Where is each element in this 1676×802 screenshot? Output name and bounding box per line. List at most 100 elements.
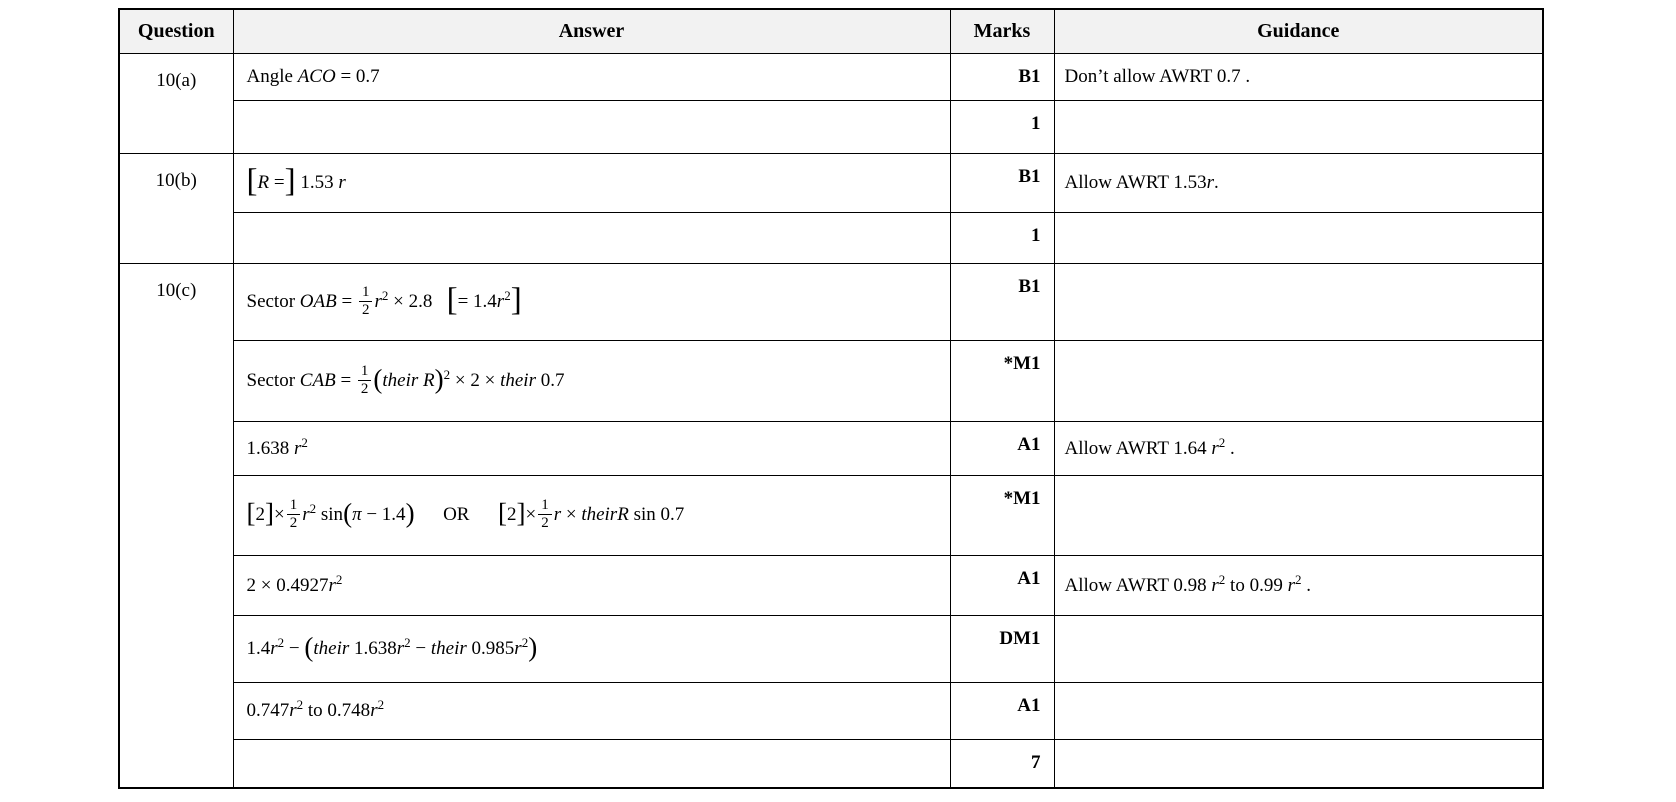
marks-cell: 7 xyxy=(949,739,1055,788)
math-superscript: 2 xyxy=(309,500,317,516)
marks-cell: *M1 xyxy=(949,340,1055,422)
guidance-cell xyxy=(1053,340,1544,422)
math-text: 1.53 xyxy=(295,172,339,193)
table-row: 1 xyxy=(119,100,1544,154)
question-cell: 10(a) xyxy=(118,53,234,154)
marks-cell: *M1 xyxy=(949,475,1055,556)
math-bracket: ( xyxy=(343,497,353,528)
guidance-cell: Allow AWRT 0.98 r2 to 0.99 r2 . xyxy=(1053,555,1544,616)
marks-cell: A1 xyxy=(949,555,1055,616)
math-variable: CAB xyxy=(299,369,336,391)
math-variable: r xyxy=(1211,574,1219,596)
math-text: × xyxy=(525,503,537,525)
math-bracket: ) xyxy=(528,632,538,662)
math-superscript: 2 xyxy=(504,287,511,303)
math-variable: r xyxy=(553,503,562,525)
header-row: Question Answer Marks Guidance xyxy=(118,8,1544,54)
math-variable: r xyxy=(302,503,310,525)
math-variable: R xyxy=(257,172,270,193)
table-row: 1 xyxy=(119,212,1544,264)
math-superscript: 2 xyxy=(1218,434,1226,450)
answer-cell: [R =] 1.53 r xyxy=(232,153,951,213)
math-bracket-large: ] xyxy=(284,163,296,199)
math-text: Sector xyxy=(246,290,300,312)
header-answer: Answer xyxy=(232,8,951,54)
math-text: to 0.748 xyxy=(303,700,371,721)
math-bracket: ( xyxy=(304,632,314,662)
table-row: 7 xyxy=(119,739,1544,788)
math-superscript: 2 xyxy=(521,635,529,650)
math-text: Allow AWRT 1.64 xyxy=(1064,437,1212,459)
math-variable: theirR xyxy=(581,503,629,525)
math-superscript: 2 xyxy=(443,366,451,382)
math-text: . xyxy=(1301,574,1311,596)
answer-cell: 1.638 r2 xyxy=(232,421,951,476)
math-text: Angle xyxy=(246,66,298,87)
mark-scheme-table: Question Answer Marks Guidance 10(a)Angl… xyxy=(118,8,1544,789)
math-variable: r xyxy=(328,574,336,596)
math-text: = 1.4 xyxy=(457,290,497,312)
math-text: Allow AWRT 0.98 xyxy=(1064,574,1212,596)
header-guidance: Guidance xyxy=(1053,8,1544,54)
marks-cell: 1 xyxy=(949,212,1055,264)
guidance-cell xyxy=(1053,475,1544,556)
math-variable: r xyxy=(496,290,505,312)
math-text: OR xyxy=(414,503,498,525)
guidance-cell xyxy=(1053,682,1544,740)
math-variable: r xyxy=(294,437,302,459)
math-text: 0.747 xyxy=(246,700,290,721)
math-bracket-large: [ xyxy=(446,281,458,318)
math-text: sin 0.7 xyxy=(628,503,685,525)
marks-cell: DM1 xyxy=(949,615,1055,683)
math-variable: their R xyxy=(382,369,435,391)
math-variable: r xyxy=(1206,172,1215,193)
question-cell: 10(b) xyxy=(118,153,234,264)
math-variable: r xyxy=(514,638,522,659)
math-text: . xyxy=(1214,172,1219,193)
math-text: − 1.4 xyxy=(361,503,406,525)
answer-cell xyxy=(232,100,951,154)
math-variable: r xyxy=(338,172,346,193)
guidance-cell xyxy=(1053,100,1544,154)
math-text: 0.7 xyxy=(535,369,565,391)
header-marks: Marks xyxy=(949,8,1055,54)
math-bracket: ( xyxy=(373,363,383,394)
math-bracket: ] xyxy=(265,497,274,528)
math-variable: ACO xyxy=(297,66,336,87)
math-text: 2 × 0.4927 xyxy=(246,574,329,596)
marks-cell: B1 xyxy=(949,53,1055,101)
math-bracket: [ xyxy=(497,497,507,528)
math-variable: r xyxy=(396,638,405,659)
math-superscript: 2 xyxy=(296,697,304,712)
math-text: = 0.7 xyxy=(335,66,380,87)
math-text: 0.985 xyxy=(466,638,515,659)
answer-cell: Angle ACO = 0.7 xyxy=(232,53,951,101)
math-bracket-large: [ xyxy=(246,163,258,199)
math-superscript: 2 xyxy=(404,635,411,650)
guidance-cell: Don’t allow AWRT 0.7 . xyxy=(1053,53,1544,101)
guidance-cell xyxy=(1053,263,1544,341)
math-text: sin xyxy=(316,503,344,525)
math-bracket-large: ] xyxy=(510,281,522,318)
math-text: 1.638 xyxy=(349,638,397,659)
math-text: × xyxy=(274,503,285,525)
answer-cell: 2 × 0.4927r2 xyxy=(232,555,951,616)
math-text: Don’t allow AWRT 0.7 . xyxy=(1064,66,1251,87)
header-question: Question xyxy=(118,8,234,54)
math-bracket: ) xyxy=(405,497,415,528)
question-cell: 10(c) xyxy=(118,263,234,788)
math-text: × xyxy=(561,503,582,525)
math-text: 2 xyxy=(506,503,517,525)
marks-cell: A1 xyxy=(949,682,1055,740)
